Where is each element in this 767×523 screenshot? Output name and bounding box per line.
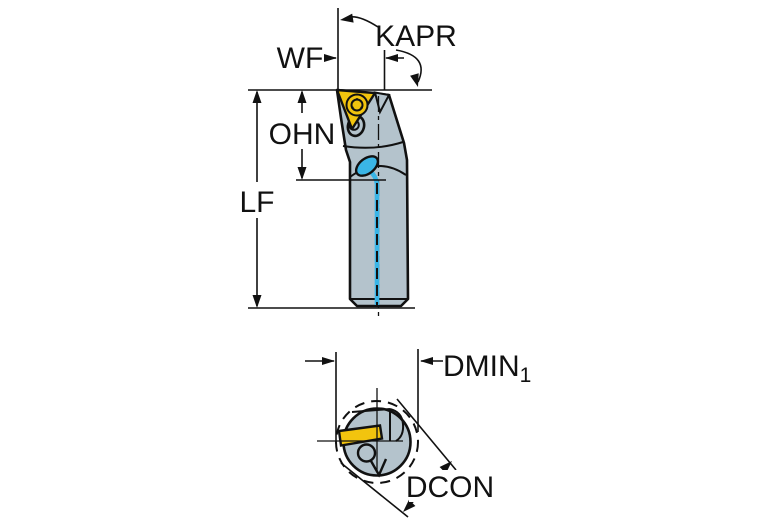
label-lf: LF: [239, 186, 274, 219]
arrow-up-right-icon: [439, 461, 452, 474]
kapr-angle-dimension: [340, 13, 422, 87]
label-wf: WF: [277, 42, 324, 75]
arrow-down-icon: [410, 73, 419, 87]
side-view-figure: [335, 88, 410, 320]
arrow-right-icon: [322, 357, 335, 365]
head-joint-line: [342, 141, 404, 149]
label-ohn-backplate: [269, 113, 335, 149]
coolant-hole: [354, 155, 380, 177]
section-notch: [369, 458, 388, 478]
label-lf-backplate: [238, 182, 278, 218]
end-view-figure: [317, 388, 419, 484]
label-dcon: DCON: [406, 471, 494, 504]
label-dcon-backplate: [409, 470, 493, 502]
screw-tick: [360, 106, 363, 110]
label-kapr: KAPR: [375, 20, 457, 53]
arrow-up-icon: [252, 90, 262, 103]
dcon-upper-tangent-line: [396, 398, 457, 471]
section-pocket-blob: [389, 408, 405, 442]
arrow-up-icon: [297, 90, 307, 103]
kapr-angle-arc: [395, 49, 422, 83]
screw-hole-end-view: [356, 443, 377, 463]
label-dmin-subscript: 1: [520, 364, 532, 387]
side-view-dimensions: [248, 8, 432, 309]
dcon-lower-tangent-line: [340, 462, 409, 518]
label-dmin: DMIN: [443, 350, 520, 383]
arrow-left-icon: [420, 357, 433, 365]
dmin1-dimension: [305, 349, 443, 444]
arrow-left-icon: [340, 13, 354, 23]
label-dmin1: DMIN1: [443, 350, 531, 387]
section-chord-line: [351, 408, 391, 413]
arrow-down-left-icon: [403, 499, 416, 512]
screw-tick: [351, 106, 354, 110]
arrow-left-icon: [385, 54, 398, 62]
wf-dimension: [324, 54, 404, 62]
arrow-down-icon: [252, 295, 262, 308]
label-ohn: OHN: [269, 118, 336, 151]
arrow-right-icon: [324, 54, 337, 62]
dimension-labels: WF KAPR OHN LF DMIN1 DCON: [238, 20, 531, 504]
insert-screw-outer: [345, 93, 369, 117]
arrow-down-icon: [297, 167, 307, 180]
